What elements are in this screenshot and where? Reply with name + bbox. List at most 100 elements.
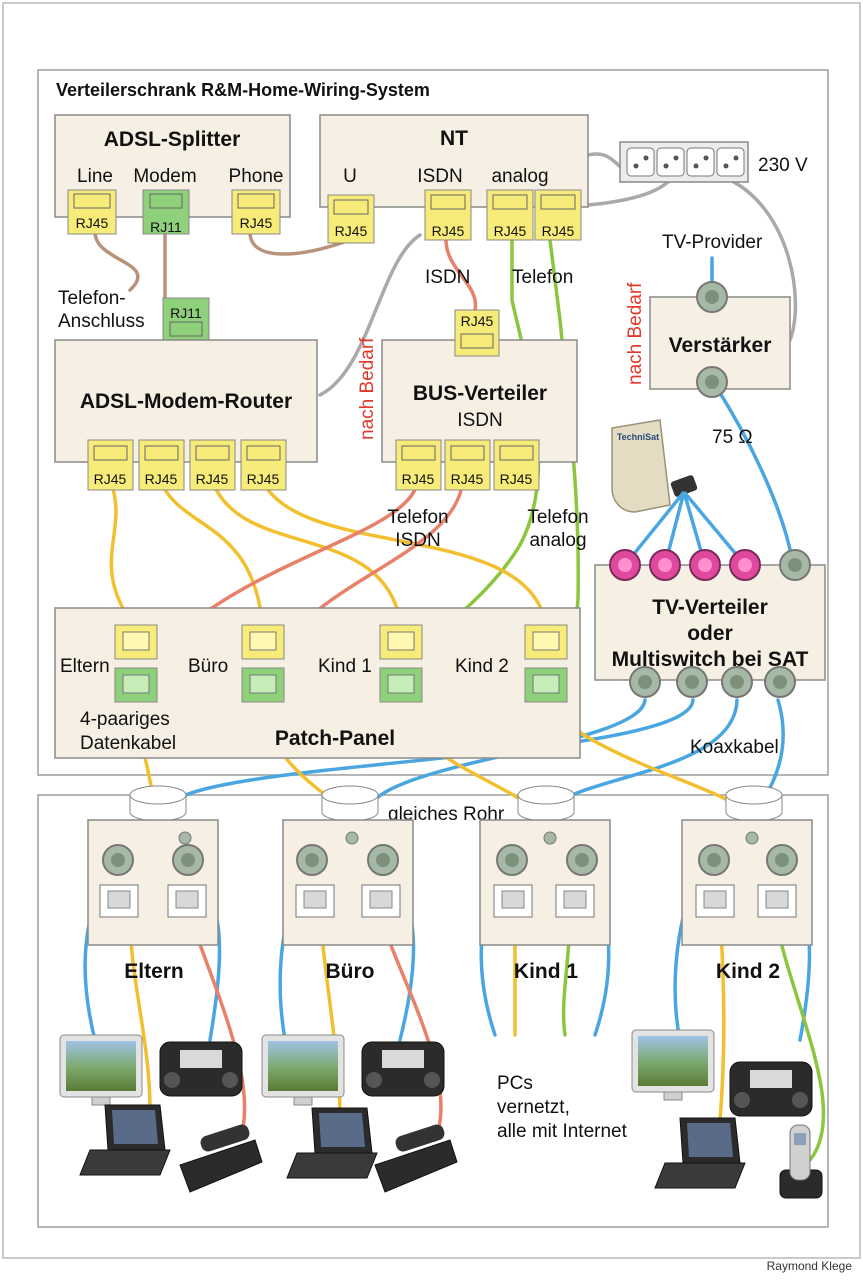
- nt-port-analog-label: analog: [491, 166, 548, 187]
- rj11-jack: RJ11: [142, 189, 190, 235]
- satellite-dish: TechniSat: [611, 419, 747, 567]
- socket-icon: [686, 147, 715, 177]
- rj45-jack: RJ45: [454, 309, 500, 357]
- telefon-cable-label: Telefon: [512, 267, 573, 288]
- nt-port-u-label: U: [343, 166, 357, 187]
- rj45-port-green: [524, 667, 568, 703]
- bus-verteiler: RJ45 BUS-Verteiler ISDN RJ45 RJ45 RJ45: [381, 309, 578, 491]
- koaxkabel-label: Koaxkabel: [690, 737, 779, 758]
- tv-verteiler: TV-Verteiler oder Multiswitch bei SAT: [594, 549, 826, 698]
- data-router-to-kind2: [260, 478, 547, 622]
- room-label-kind1: Kind 1: [514, 960, 578, 983]
- desk-phone-icon: [374, 1124, 458, 1193]
- wall-outlet-eltern: [87, 819, 219, 946]
- svg-text:RJ45: RJ45: [76, 215, 109, 231]
- tv-verteiler-title-1: TV-Verteiler: [652, 596, 768, 619]
- svg-text:RJ11: RJ11: [150, 219, 182, 235]
- telefon-analog-label-2: analog: [529, 530, 586, 551]
- patch-port-buero: Büro: [188, 656, 228, 677]
- telefon-isdn-label-1: Telefon: [387, 507, 448, 528]
- rj45-jack: RJ45: [138, 439, 185, 491]
- router-title: ADSL-Modem-Router: [80, 390, 292, 413]
- radio-icon: [361, 1041, 445, 1097]
- nach-bedarf-label-left: nach Bedarf: [357, 337, 378, 440]
- wall-connection-label-1: Telefon-: [58, 288, 126, 309]
- laptop-icon: [654, 1117, 746, 1189]
- svg-text:RJ45: RJ45: [196, 471, 229, 487]
- rj45-jack: RJ45: [493, 439, 540, 491]
- rj45-jack: RJ45: [486, 189, 534, 241]
- cable-phone-to-nt: [248, 230, 352, 256]
- patch-port-eltern: Eltern: [60, 656, 110, 677]
- bus-verteiler-subtitle: ISDN: [457, 410, 502, 431]
- conduits: [129, 785, 783, 822]
- svg-text:RJ45: RJ45: [247, 471, 280, 487]
- cable-power-amp: [728, 178, 798, 342]
- coax-port: [629, 666, 661, 698]
- wall-outlet-kind2: [681, 819, 813, 946]
- power-strip: 230 V: [619, 141, 808, 183]
- radio-icon: [159, 1041, 243, 1097]
- svg-text:RJ45: RJ45: [402, 471, 435, 487]
- nt-device: NT U ISDN analog RJ45 RJ45 RJ45 RJ45: [319, 114, 589, 244]
- conduit-icon: [321, 785, 379, 822]
- conduit-icon: [517, 785, 575, 822]
- datenkabel-label-1: 4-paariges: [80, 709, 170, 730]
- tv-verteiler-title-2: oder: [687, 622, 733, 645]
- tv-provider-label: TV-Provider: [662, 232, 763, 253]
- data-router-to-buero: [158, 478, 264, 622]
- pcs-label-2: vernetzt,: [497, 1097, 570, 1118]
- coax-port: [721, 666, 753, 698]
- isdn-cable-label: ISDN: [425, 267, 470, 288]
- svg-text:RJ45: RJ45: [451, 471, 484, 487]
- nt-port-isdn-label: ISDN: [417, 166, 462, 187]
- rj45-jack: RJ45: [534, 189, 582, 241]
- lnb-icon: [670, 475, 698, 497]
- credit-label: Raymond Klege: [767, 1259, 853, 1273]
- svg-text:RJ45: RJ45: [461, 313, 494, 329]
- tv-monitor-icon: [59, 1034, 143, 1106]
- port-phone-label: Phone: [229, 166, 284, 187]
- adsl-splitter: ADSL-Splitter Line Modem Phone RJ45 RJ11…: [54, 114, 291, 235]
- wall-connection-label-2: Anschluss: [58, 311, 145, 332]
- svg-text:RJ45: RJ45: [335, 223, 368, 239]
- coax-port: [779, 549, 811, 581]
- verstaerker-title: Verstärker: [669, 334, 772, 357]
- socket-icon: [656, 147, 685, 177]
- data-router-to-eltern: [108, 478, 132, 622]
- conduit-icon: [725, 785, 783, 822]
- datenkabel-label-2: Datenkabel: [80, 733, 176, 754]
- svg-text:RJ45: RJ45: [500, 471, 533, 487]
- svg-text:RJ45: RJ45: [94, 471, 127, 487]
- bus-verteiler-title: BUS-Verteiler: [413, 382, 547, 405]
- wall-outlet-kind1: [479, 819, 611, 946]
- room-kind2-analog: [773, 913, 826, 1162]
- sat-input-port: [729, 549, 761, 581]
- rj45-port-green: [114, 667, 158, 703]
- power-voltage-label: 230 V: [758, 155, 808, 176]
- rj11-jack: RJ11: [162, 297, 210, 343]
- rj45-jack: RJ45: [424, 189, 472, 241]
- verstaerker: Verstärker: [649, 281, 791, 398]
- sat-input-port: [689, 549, 721, 581]
- cable-line-to-wall: [93, 230, 140, 292]
- patch-panel-title: Patch-Panel: [275, 727, 395, 750]
- svg-text:RJ45: RJ45: [494, 223, 527, 239]
- rj45-port-yellow: [379, 624, 423, 660]
- telefon-analog-label-1: Telefon: [527, 507, 588, 528]
- rj45-port-green: [241, 667, 285, 703]
- port-modem-label: Modem: [133, 166, 196, 187]
- rj45-port-yellow: [114, 624, 158, 660]
- rj45-jack: RJ45: [67, 189, 117, 235]
- radio-icon: [729, 1061, 813, 1117]
- adsl-modem-router: ADSL-Modem-Router RJ45 RJ45 RJ45 RJ45: [54, 339, 318, 491]
- rj45-port-green: [379, 667, 423, 703]
- coax-port: [764, 666, 796, 698]
- svg-text:RJ45: RJ45: [240, 215, 273, 231]
- rj45-port-yellow: [524, 624, 568, 660]
- cable-power-router: [318, 233, 422, 397]
- svg-text:RJ45: RJ45: [145, 471, 178, 487]
- port-line-label: Line: [77, 166, 113, 187]
- nach-bedarf-label-right: nach Bedarf: [625, 282, 646, 385]
